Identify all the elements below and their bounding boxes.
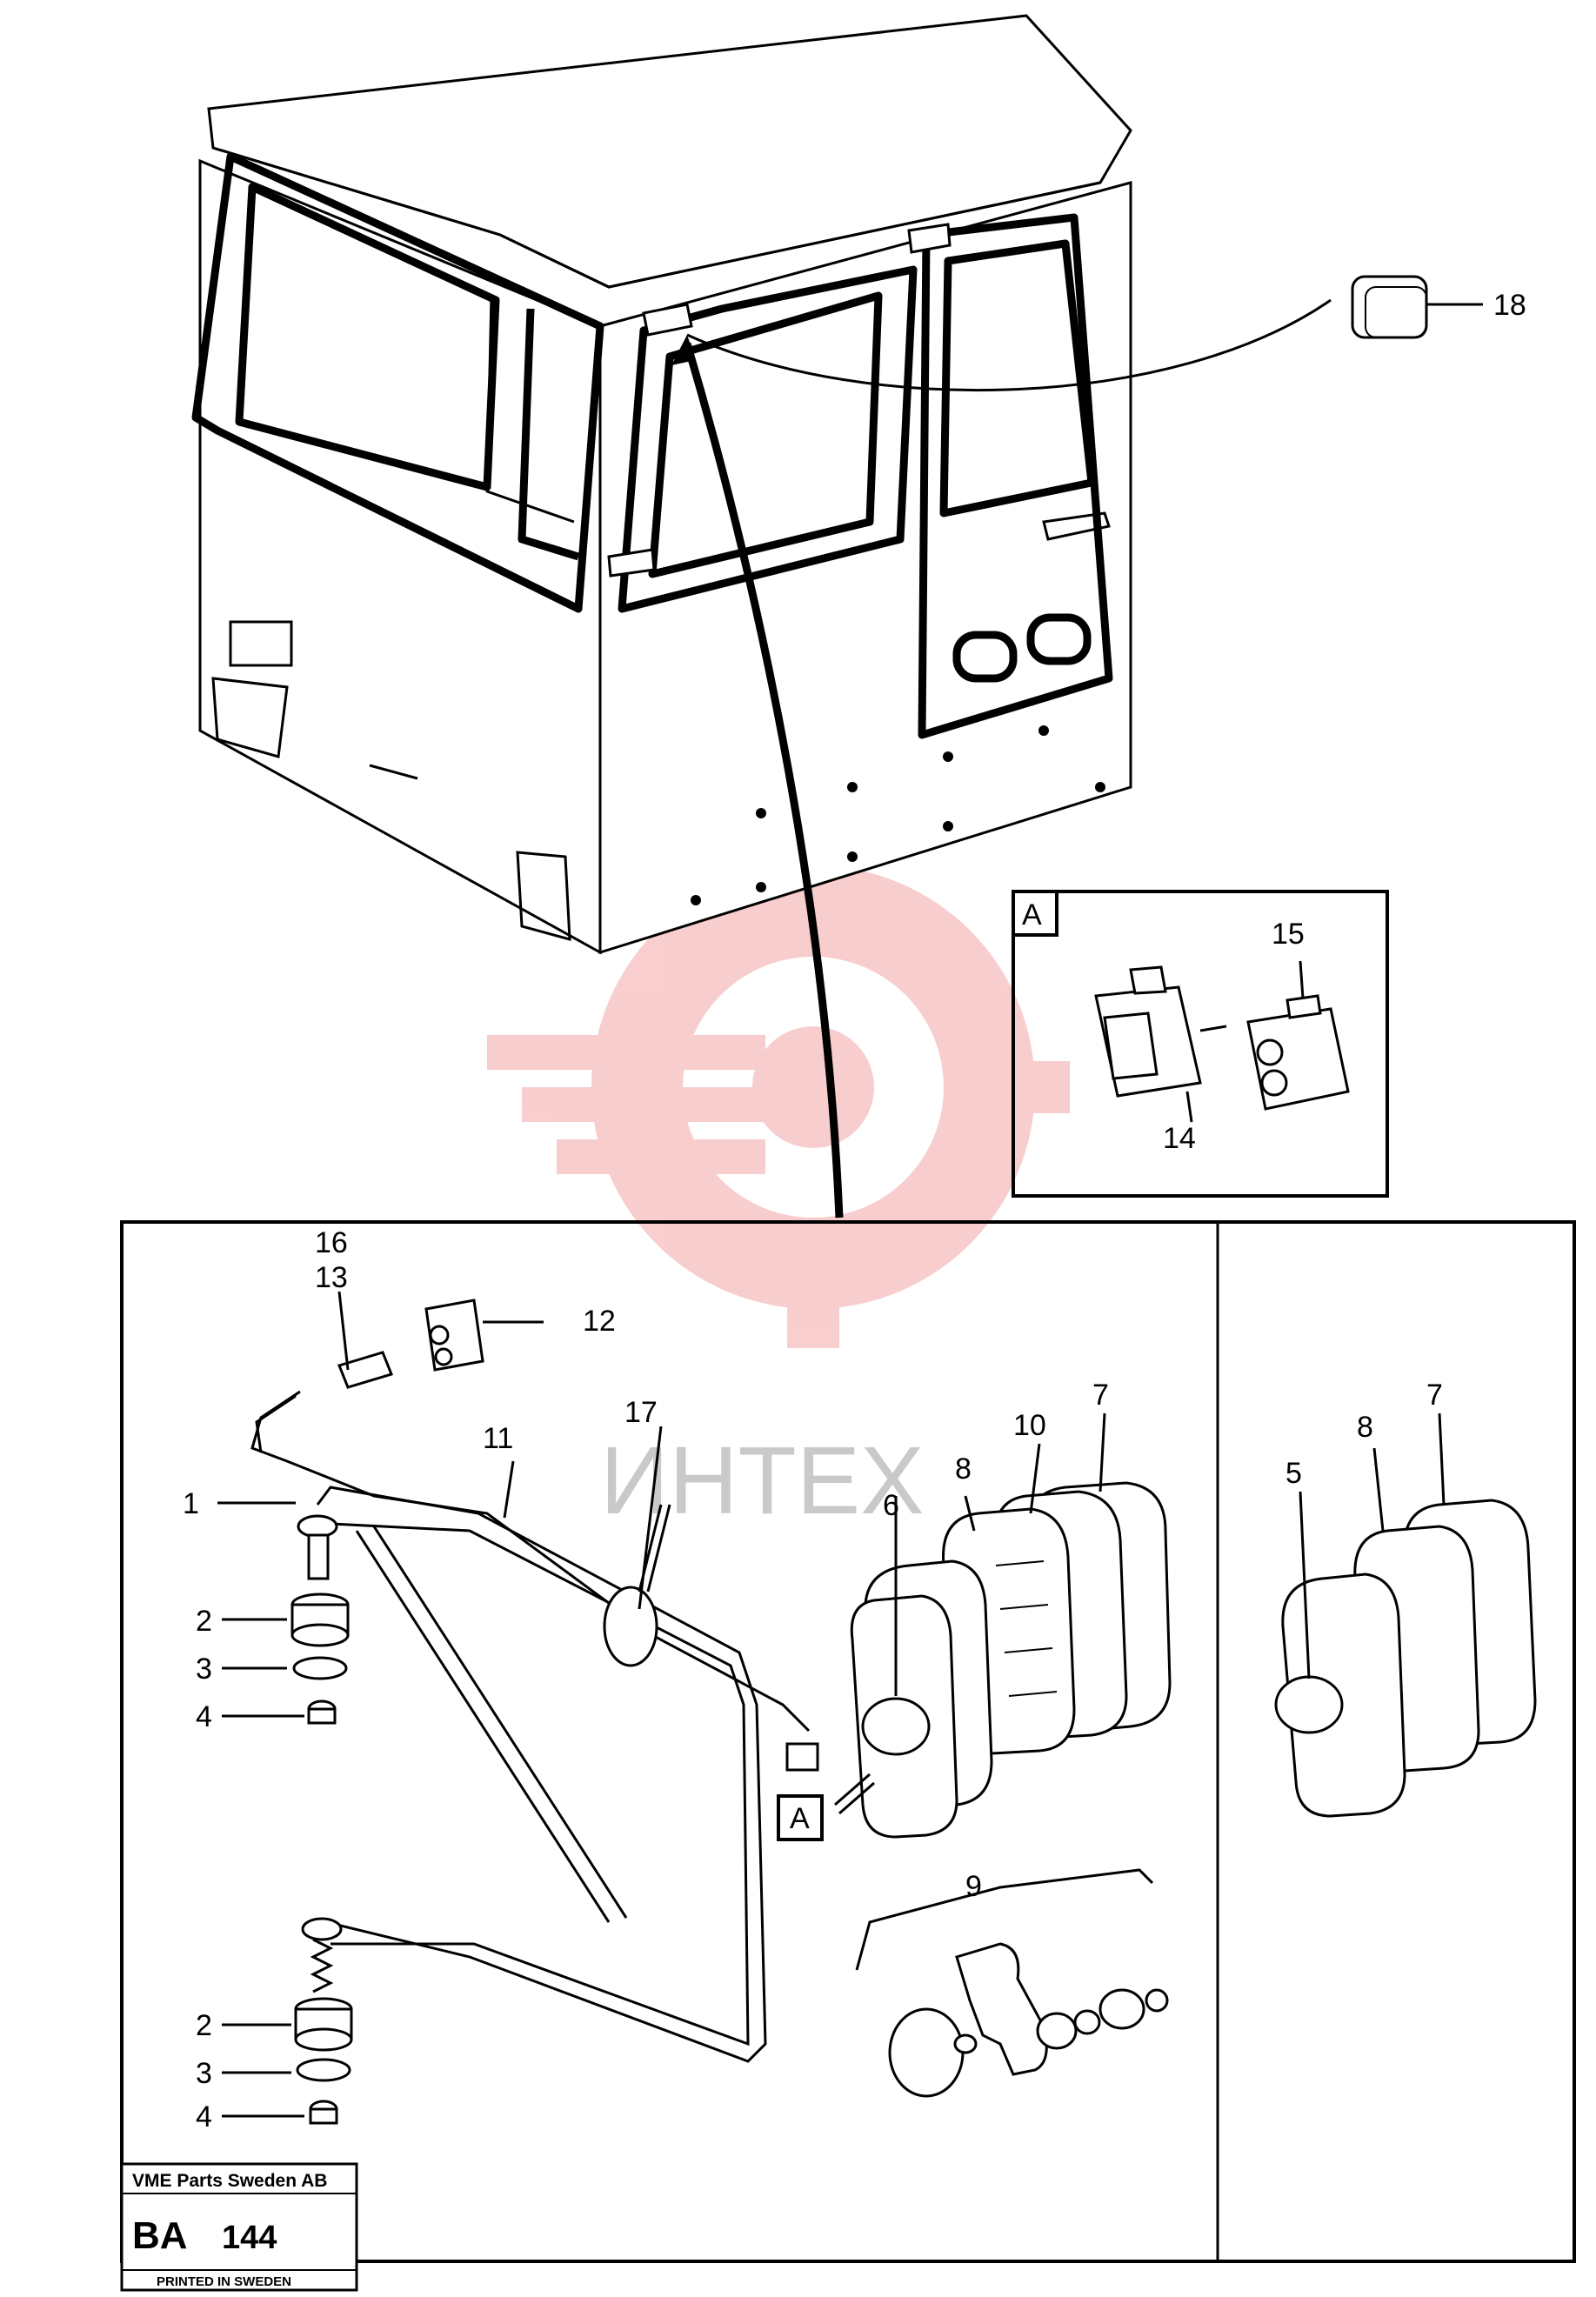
- callout-8a: 8: [955, 1452, 972, 1486]
- cab-illustration: [191, 14, 1483, 1219]
- title-block-company: VME Parts Sweden AB: [132, 2171, 327, 2191]
- callout-5: 5: [1285, 1457, 1302, 1490]
- watermark-text: ИНТЕХ: [600, 1427, 924, 1534]
- callout-12: 12: [583, 1305, 616, 1338]
- callout-6: 6: [883, 1489, 899, 1522]
- callout-13: 13: [315, 1261, 348, 1294]
- callout-4a: 4: [196, 1700, 212, 1733]
- callout-2b: 2: [196, 2009, 212, 2042]
- title-block-number: 144: [222, 2220, 277, 2256]
- detail-a-tag: A: [1022, 898, 1042, 931]
- callout-3a: 3: [196, 1653, 212, 1686]
- callout-16: 16: [315, 1226, 348, 1259]
- callout-10: 10: [1013, 1409, 1046, 1442]
- callout-3b: 3: [196, 2057, 212, 2090]
- callout-17: 17: [624, 1396, 658, 1429]
- title-block-printed: PRINTED IN SWEDEN: [157, 2274, 291, 2289]
- callout-11: 11: [483, 1422, 513, 1455]
- callout-4b: 4: [196, 2100, 212, 2133]
- title-block: VME Parts Sweden AB BA 144 PRINTED IN SW…: [120, 2162, 358, 2292]
- callout-7b: 7: [1426, 1379, 1443, 1412]
- callout-8b: 8: [1357, 1411, 1373, 1444]
- callout-7a: 7: [1092, 1379, 1109, 1412]
- callout-18: 18: [1493, 289, 1526, 322]
- callout-14: 14: [1163, 1122, 1196, 1155]
- callout-2a: 2: [196, 1605, 212, 1638]
- connector-a-tag: A: [790, 1802, 810, 1835]
- callout-9: 9: [965, 1870, 982, 1903]
- title-block-code: BA: [132, 2214, 188, 2257]
- callout-15: 15: [1272, 918, 1305, 951]
- main-detail-box: A: [120, 1220, 1576, 2263]
- callout-1: 1: [183, 1487, 199, 1520]
- detail-a-box: A: [1012, 890, 1389, 1198]
